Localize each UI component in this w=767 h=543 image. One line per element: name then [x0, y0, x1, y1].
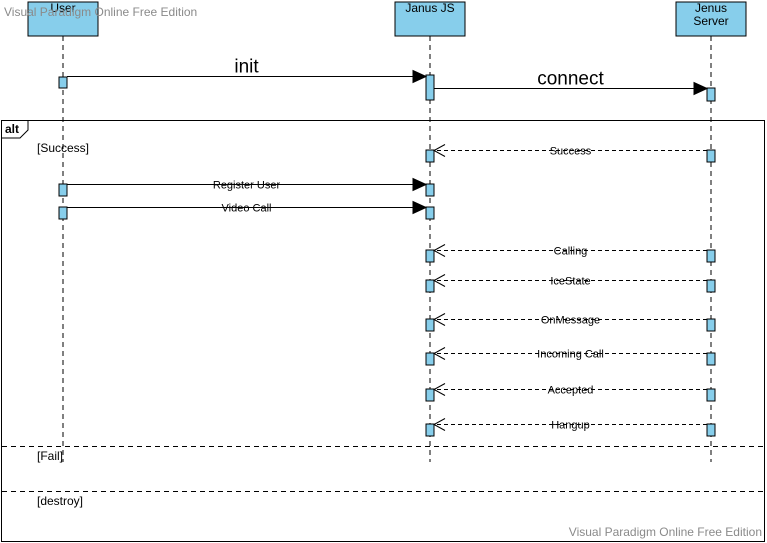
- activation-server: [706, 352, 716, 366]
- fragment-operator-tab: [1, 120, 29, 139]
- message-success-label: Success: [550, 146, 592, 158]
- activation-server: [706, 87, 716, 102]
- message-onmessage-label: OnMessage: [541, 315, 600, 327]
- fragment-frame: [1, 120, 765, 542]
- activation-server: [706, 149, 716, 163]
- activation-janus: [425, 388, 435, 402]
- activation-janus: [425, 352, 435, 366]
- fragment-operator: alt: [5, 122, 19, 136]
- activation-server: [706, 388, 716, 402]
- watermark-bottom: Visual Paradigm Online Free Edition: [568, 525, 762, 539]
- message-calling-arrowhead: [432, 244, 446, 257]
- lifeline-janus-box: [394, 1, 466, 37]
- activation-janus: [425, 183, 435, 197]
- lifeline-user-label-line: User: [50, 1, 75, 15]
- message-hangup-label: Hangup: [551, 420, 590, 432]
- lifeline-server-box: [675, 1, 747, 37]
- activation-user: [58, 76, 68, 89]
- message-connect-arrowhead: [693, 81, 709, 96]
- message-icestate-label: IceState: [550, 276, 590, 288]
- lifeline-server-label-line: Jenus: [695, 1, 727, 15]
- lifeline-janus-label-line: Janus JS: [405, 1, 454, 15]
- message-register-user-label: Register User: [213, 180, 281, 192]
- watermark-top: Visual Paradigm Online Free Edition: [4, 5, 198, 19]
- message-video-call-arrowhead: [412, 200, 428, 215]
- message-incoming-call-arrowhead: [432, 347, 446, 360]
- activation-server: [706, 279, 716, 293]
- activation-server: [706, 318, 716, 332]
- activation-server: [706, 423, 716, 437]
- activation-janus: [425, 249, 435, 263]
- activation-janus: [425, 149, 435, 163]
- message-accepted-label: Accepted: [548, 385, 594, 397]
- message-success-arrowhead: [432, 144, 446, 157]
- activations: [58, 74, 716, 437]
- message-calling-label: Calling: [554, 246, 588, 258]
- activation-janus: [425, 279, 435, 293]
- lifeline-user-box: [27, 1, 99, 37]
- lifeline-janus-label: Janus JS: [405, 1, 454, 15]
- message-video-call-label: Video Call: [222, 203, 272, 215]
- message-register-user-arrowhead: [412, 177, 428, 192]
- lifeline-server-label-line: Server: [693, 14, 728, 28]
- message-init-label: init: [234, 57, 259, 78]
- message-init-arrowhead: [412, 69, 428, 84]
- activation-user: [58, 183, 68, 197]
- activation-janus: [425, 74, 435, 101]
- activation-janus: [425, 318, 435, 332]
- activation-janus: [425, 206, 435, 220]
- message-icestate-arrowhead: [432, 274, 446, 287]
- message-hangup-arrowhead: [432, 418, 446, 431]
- activation-janus: [425, 423, 435, 437]
- fragment-guard: [Success]: [37, 141, 89, 155]
- message-incoming-call-label: Incoming Call: [537, 349, 604, 361]
- fragment-guard: [Fail]: [37, 449, 63, 463]
- message-accepted-arrowhead: [432, 383, 446, 396]
- message-connect-label: connect: [537, 69, 604, 90]
- activation-user: [58, 206, 68, 220]
- lifeline-user-label: User: [50, 1, 75, 15]
- activation-server: [706, 249, 716, 263]
- fragment-guard: [destroy]: [37, 494, 83, 508]
- message-onmessage-arrowhead: [432, 313, 446, 326]
- alt-fragment: alt [Success] [Fail] [destroy]: [1, 120, 765, 542]
